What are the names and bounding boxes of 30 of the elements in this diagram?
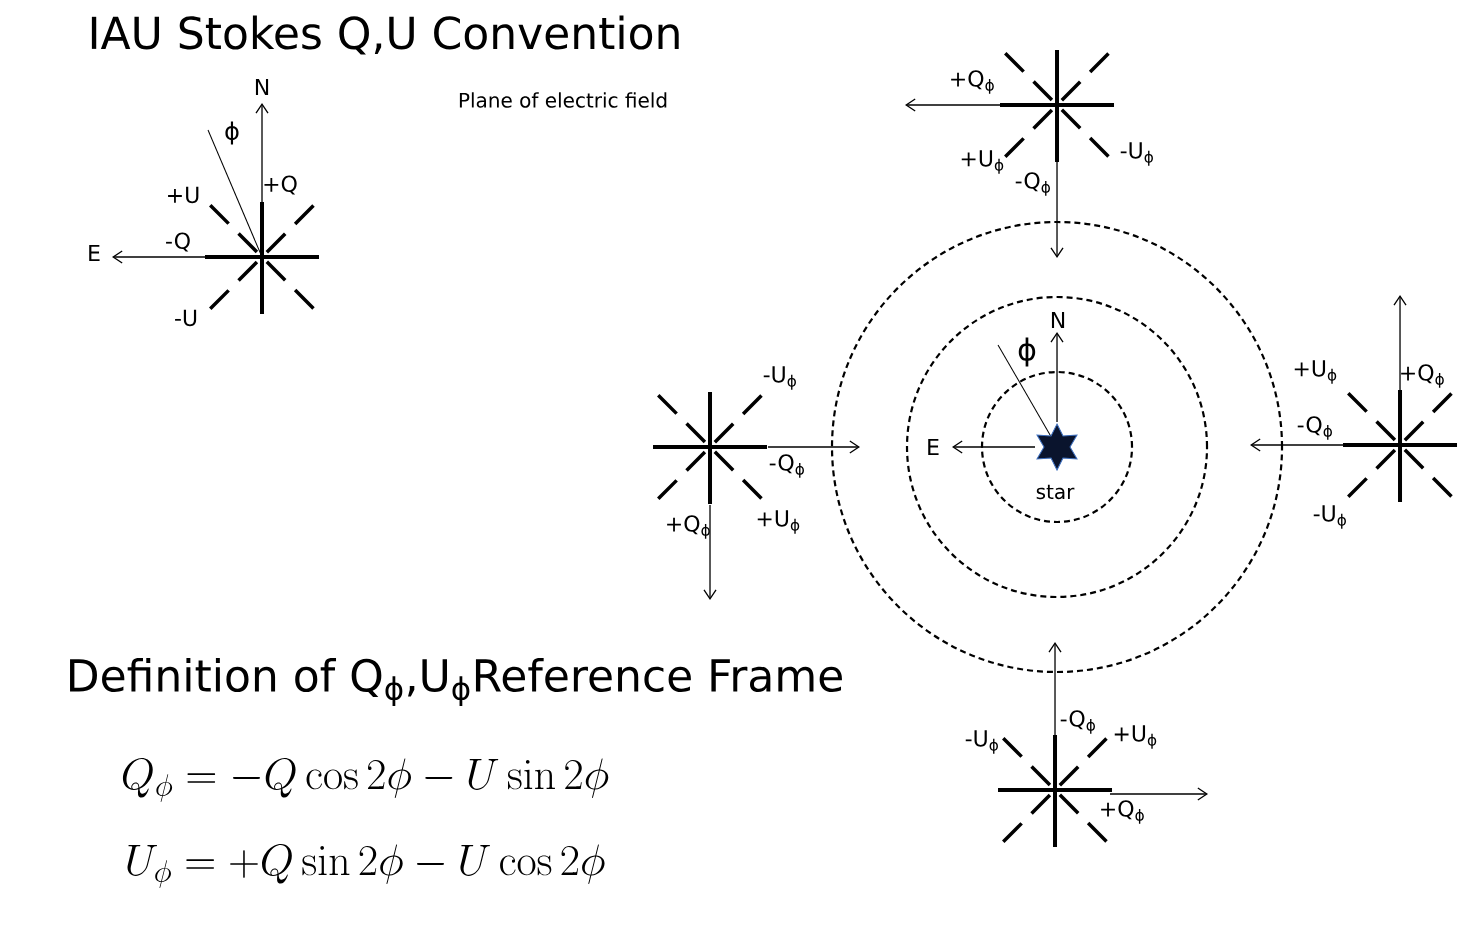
stokes-label: -Q [166, 232, 190, 252]
stokes-label: +Q$_{ϕ}$ [1401, 364, 1444, 388]
compass-label: N [1051, 312, 1065, 329]
stokes-label: +Q [264, 175, 297, 195]
stokes-label: -U [175, 309, 197, 327]
stokes-label: -Q$_{ϕ}$ [1015, 172, 1050, 196]
stokes-label: -U$_{ϕ}$ [763, 366, 796, 390]
formula: $U_\phi = +Q\sin 2\phi - U\cos 2\phi$ [127, 844, 605, 888]
stokes-label: +U$_{ϕ}$ [1294, 360, 1337, 384]
stokes-label: -U$_{ϕ}$ [1120, 142, 1153, 166]
caption-text: Plane of electric field [459, 92, 667, 108]
stokes-label: +U$_{ϕ}$ [961, 150, 1004, 174]
compass-label: N [255, 79, 269, 95]
angle-label: ϕ [225, 121, 239, 145]
angle-label: ϕ [1018, 337, 1036, 367]
title: IAU Stokes Q,U Convention [91, 15, 679, 55]
compass-label: E [928, 439, 939, 456]
formula: $Q_\phi = -Q\cos 2\phi - U\sin 2\phi$ [122, 758, 609, 802]
compass-label: E [89, 245, 100, 261]
stokes-label: -Q$_{ϕ}$ [1297, 416, 1332, 440]
stokes-label: -U$_{ϕ}$ [1313, 505, 1346, 529]
heading: Definition of Q$_{ϕ}$,U$_{ϕ}$Reference Frame [70, 658, 842, 707]
stokes-label: +U [168, 186, 199, 204]
stokes-label: -Q$_{ϕ}$ [769, 454, 804, 478]
stokes-label: +Q$_{ϕ}$ [951, 70, 994, 94]
stokes-label: +Q$_{ϕ}$ [1101, 800, 1144, 824]
stokes-label: +U$_{ϕ}$ [757, 510, 800, 534]
stokes-label: -U$_{ϕ}$ [965, 730, 998, 754]
stokes-label: -Q$_{ϕ}$ [1060, 710, 1095, 734]
stokes-label: +U$_{ϕ}$ [1114, 725, 1157, 749]
